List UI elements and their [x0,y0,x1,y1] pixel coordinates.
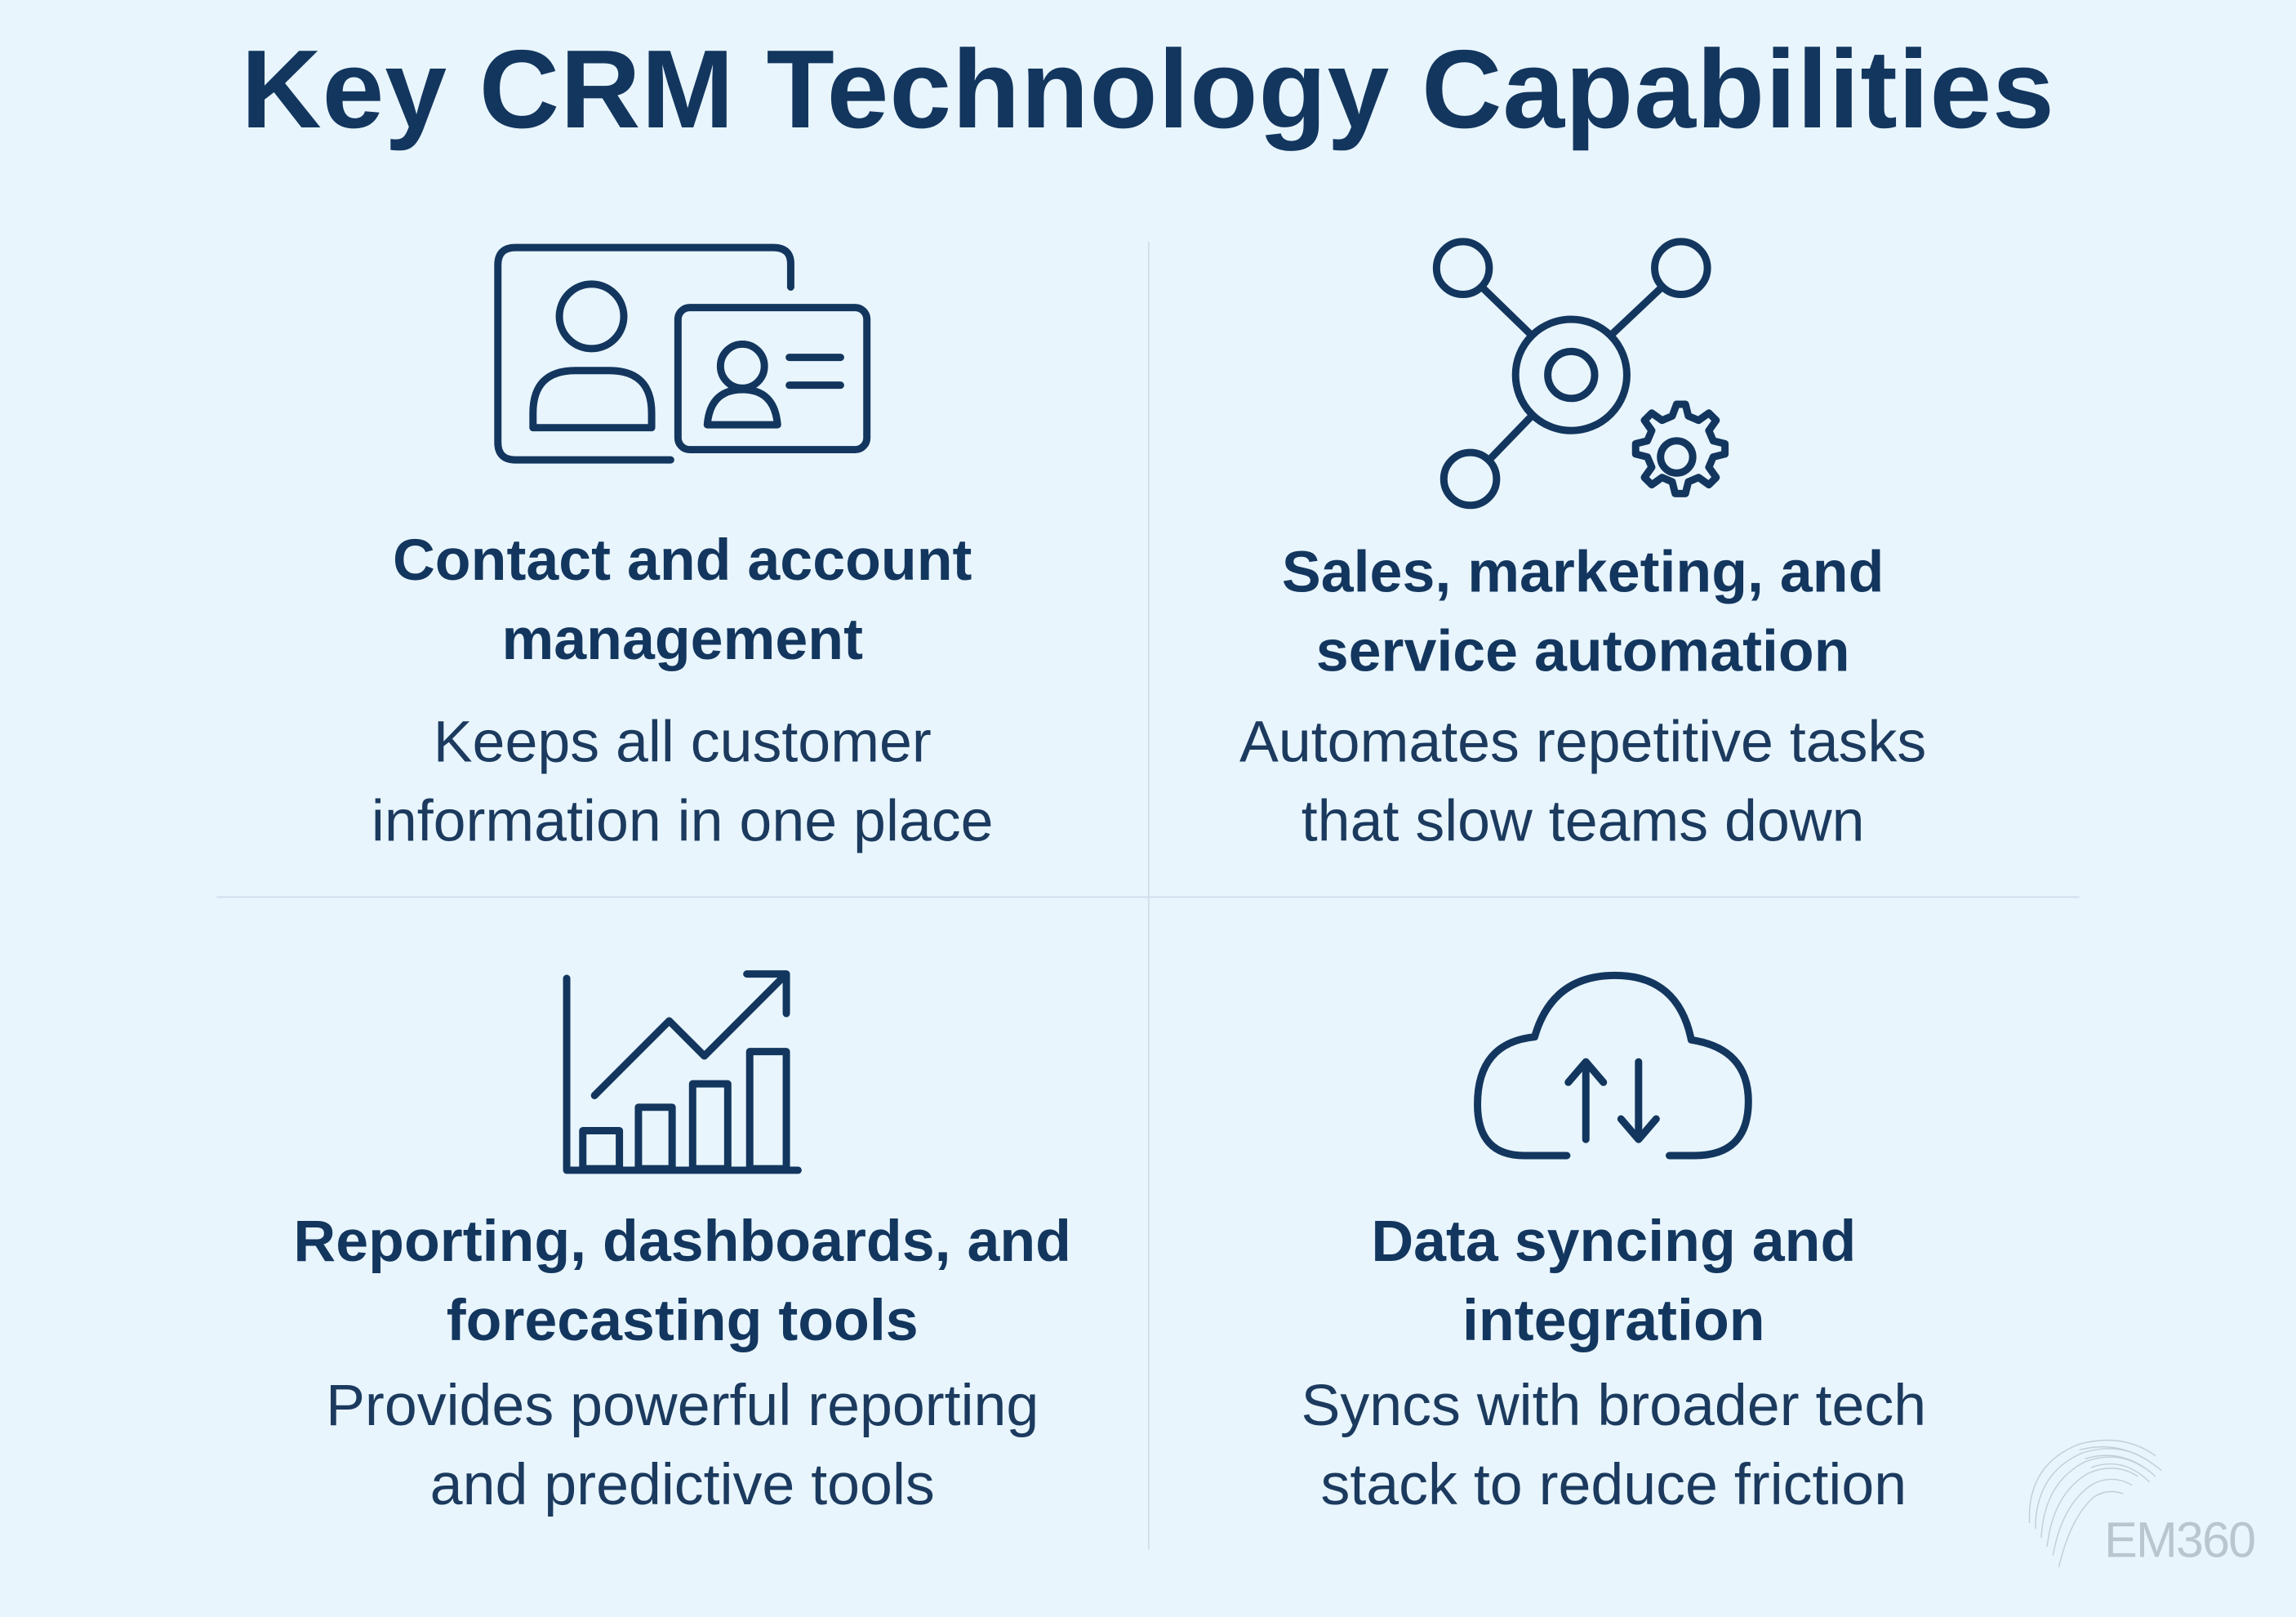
heading-line: integration [1462,1289,1765,1354]
capability-data-syncing: Data syncing and integration Syncs with … [1145,1202,2082,1525]
capability-automation: Sales, marketing, and service automation… [1115,533,2052,862]
heading-line: Reporting, dashboards, and [293,1209,1072,1275]
horizontal-divider [216,896,2080,898]
em360-logo-mark [2028,1439,2162,1568]
cloud-sync-icon [1474,971,1752,1160]
description-line: information in one place [371,789,994,854]
capability-description: Provides powerful reporting and predicti… [214,1366,1151,1525]
contact-card-icon [494,243,871,464]
heading-line: Data syncing and [1371,1209,1857,1275]
description-line: Provides powerful reporting [326,1374,1039,1439]
network-gear-icon [1432,238,1729,510]
vertical-divider [1148,241,1150,1550]
capability-description: Keeps all customer information in one pl… [214,703,1151,862]
heading-line: management [501,608,863,673]
em360-logo-text: EM360 [2104,1512,2256,1569]
description-line: and predictive tools [429,1453,935,1517]
heading-line: forecasting tools [446,1289,919,1354]
description-line: Automates repetitive tasks [1239,710,1927,775]
growth-chart-icon [563,970,802,1174]
capability-contact-management: Contact and account management Keeps all… [214,521,1151,861]
capability-heading: Reporting, dashboards, and forecasting t… [214,1202,1151,1361]
heading-line: Sales, marketing, and [1281,540,1884,605]
capability-heading: Data syncing and integration [1145,1202,2082,1361]
heading-line: service automation [1315,619,1850,684]
capability-reporting: Reporting, dashboards, and forecasting t… [214,1202,1151,1525]
description-line: stack to reduce friction [1320,1453,1907,1517]
page-title: Key CRM Technology Capabilities [241,28,2055,153]
description-line: Keeps all customer [433,710,932,775]
capability-description: Syncs with broader tech stack to reduce … [1145,1366,2082,1525]
description-line: Syncs with broader tech [1301,1374,1927,1439]
capability-heading: Sales, marketing, and service automation [1115,533,2052,692]
description-line: that slow teams down [1301,789,1865,854]
capability-heading: Contact and account management [214,521,1151,679]
heading-line: Contact and account [392,528,972,594]
capability-description: Automates repetitive tasks that slow tea… [1115,703,2052,862]
